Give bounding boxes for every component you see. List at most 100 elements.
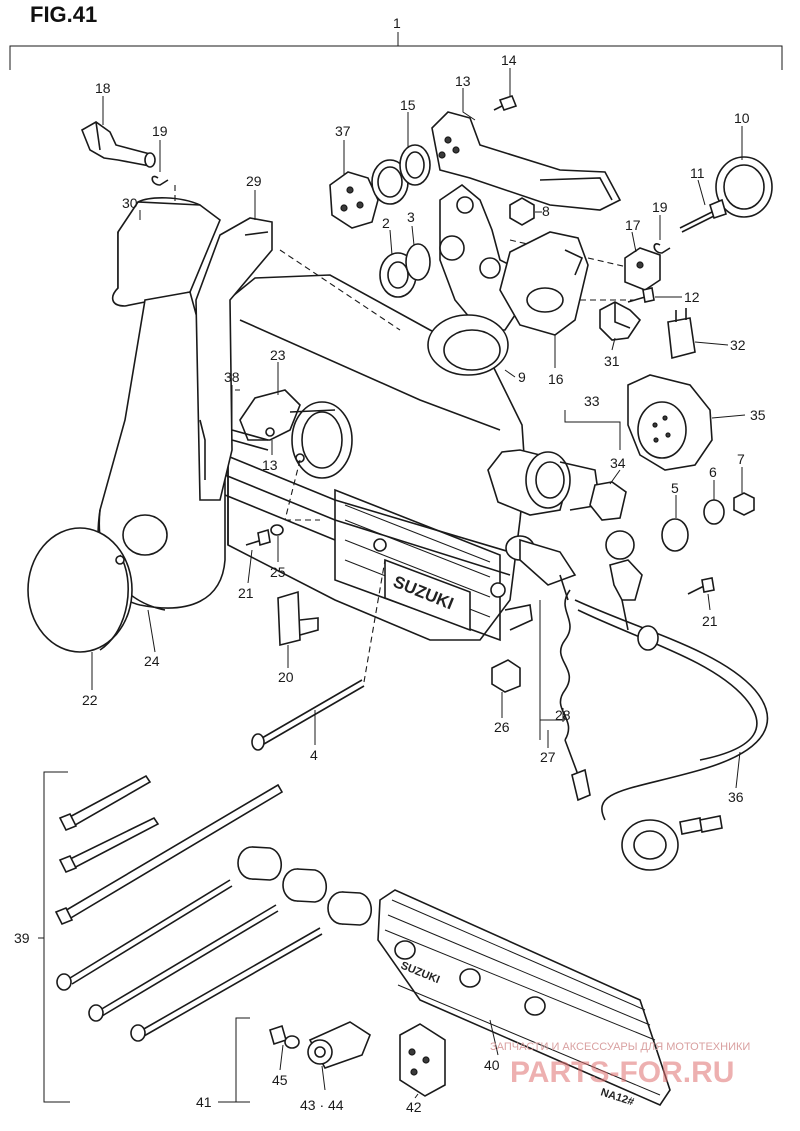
callout-21-right: 21 bbox=[702, 613, 718, 629]
callout-38: 38 bbox=[224, 369, 240, 385]
rubber-bushing-5 bbox=[661, 518, 689, 552]
screw-12 bbox=[627, 287, 655, 303]
grommet-42 bbox=[399, 1023, 446, 1097]
callout-12: 12 bbox=[684, 289, 700, 305]
plate-16 bbox=[499, 231, 589, 336]
spacers bbox=[237, 846, 373, 926]
callout-39: 39 bbox=[14, 930, 30, 946]
watermark-tagline: ЗАПЧАСТИ И АКСЕССУАРЫ ДЛЯ МОТОТЕХНИКИ bbox=[490, 1041, 750, 1053]
callout-8: 8 bbox=[542, 203, 550, 219]
stop-switch-27 bbox=[505, 535, 577, 586]
callout-4: 4 bbox=[310, 747, 318, 763]
nut-8 bbox=[509, 197, 535, 226]
cam-plate-37 bbox=[329, 171, 379, 229]
bracket-13-top bbox=[431, 111, 622, 211]
switch-32 bbox=[667, 308, 696, 360]
washer-25 bbox=[270, 524, 284, 536]
callout-40: 40 bbox=[484, 1057, 500, 1073]
trim-switch-31 bbox=[599, 301, 642, 341]
screw-21-right bbox=[687, 577, 715, 595]
nut-7 bbox=[733, 492, 755, 516]
circlip-19-left bbox=[151, 175, 169, 186]
long-rods bbox=[56, 879, 323, 1042]
callout-28: 28 bbox=[555, 707, 571, 723]
pin-38 bbox=[231, 429, 269, 451]
callout-9: 9 bbox=[518, 369, 526, 385]
callout-19-left: 19 bbox=[152, 123, 168, 139]
callout-25: 25 bbox=[270, 564, 286, 580]
ignition-switch-33 bbox=[487, 449, 601, 516]
watermark: ЗАПЧАСТИ И АКСЕССУАРЫ ДЛЯ МОТОТЕХНИКИ PA… bbox=[490, 1041, 750, 1089]
washer-9 bbox=[427, 314, 509, 376]
lanyard-coil-28 bbox=[559, 574, 591, 802]
cable-ties-39 bbox=[54, 774, 284, 926]
ring-10 bbox=[715, 156, 773, 218]
callout-33: 33 bbox=[584, 393, 600, 409]
screw-11 bbox=[679, 198, 727, 233]
callout-10: 10 bbox=[734, 110, 750, 126]
bracket-41 bbox=[235, 1017, 250, 1103]
callout-23: 23 bbox=[270, 347, 286, 363]
bracket-39 bbox=[43, 771, 70, 1103]
callout-35: 35 bbox=[750, 407, 766, 423]
callout-13-top: 13 bbox=[455, 73, 471, 89]
callout-43-44: 43 · 44 bbox=[300, 1097, 344, 1113]
block-17 bbox=[624, 247, 661, 291]
callout-7: 7 bbox=[737, 451, 745, 467]
key-34 bbox=[589, 481, 643, 631]
gear-assembly-23 bbox=[239, 389, 353, 479]
callout-18: 18 bbox=[95, 80, 111, 96]
callout-22: 22 bbox=[82, 692, 98, 708]
cover-35 bbox=[627, 374, 713, 471]
neutral-knob-18 bbox=[80, 121, 156, 168]
spring-rings-15 bbox=[371, 144, 431, 205]
clip-26 bbox=[491, 659, 521, 693]
handle-cover-22 bbox=[27, 527, 133, 653]
callout-19-right: 19 bbox=[652, 199, 668, 215]
callout-20: 20 bbox=[278, 669, 294, 685]
callout-26: 26 bbox=[494, 719, 510, 735]
callout-15: 15 bbox=[400, 97, 416, 113]
watermark-site: PARTS-FOR.RU bbox=[510, 1056, 734, 1089]
assembly-bracket-1 bbox=[9, 45, 783, 70]
bracket-33 bbox=[564, 410, 621, 450]
callout-34: 34 bbox=[610, 455, 626, 471]
bracket-20 bbox=[277, 590, 319, 647]
fitting-43-44 bbox=[307, 1021, 371, 1069]
callout-29: 29 bbox=[246, 173, 262, 189]
callout-labels: 1 2 3 4 5 6 7 8 9 10 11 12 13 13 14 15 1… bbox=[14, 15, 766, 1115]
circlip-19-right bbox=[653, 243, 671, 254]
callout-14: 14 bbox=[501, 52, 517, 68]
callout-6: 6 bbox=[709, 464, 717, 480]
long-bolt-4 bbox=[251, 559, 386, 751]
washer-6 bbox=[703, 499, 725, 525]
figure-title: FIG.41 bbox=[30, 2, 97, 27]
callout-37: 37 bbox=[335, 123, 351, 139]
callout-3: 3 bbox=[407, 209, 415, 225]
callout-36: 36 bbox=[728, 789, 744, 805]
callout-31: 31 bbox=[604, 353, 620, 369]
bushing-2-3 bbox=[379, 243, 431, 298]
callout-32: 32 bbox=[730, 337, 746, 353]
screw-21-left bbox=[245, 528, 271, 547]
callout-11: 11 bbox=[690, 165, 705, 181]
wiring-harness-36 bbox=[574, 599, 769, 871]
callout-5: 5 bbox=[671, 480, 679, 496]
screw-45 bbox=[269, 1024, 300, 1049]
callout-13-middle: 13 bbox=[262, 457, 278, 473]
callout-16: 16 bbox=[548, 371, 564, 387]
callout-17: 17 bbox=[625, 217, 641, 233]
side-panel-40: SUZUKI NA12# bbox=[377, 889, 671, 1108]
callout-41: 41 bbox=[196, 1094, 212, 1110]
throttle-handle-arm bbox=[97, 197, 273, 611]
callout-45: 45 bbox=[272, 1072, 288, 1088]
leader-lines bbox=[38, 68, 746, 1103]
callout-30: 30 bbox=[122, 195, 138, 211]
bolt-14 bbox=[493, 95, 518, 111]
callout-42: 42 bbox=[406, 1099, 422, 1115]
callout-24: 24 bbox=[144, 653, 160, 669]
callout-2: 2 bbox=[382, 215, 390, 231]
callout-27: 27 bbox=[540, 749, 556, 765]
callout-1: 1 bbox=[393, 15, 401, 31]
